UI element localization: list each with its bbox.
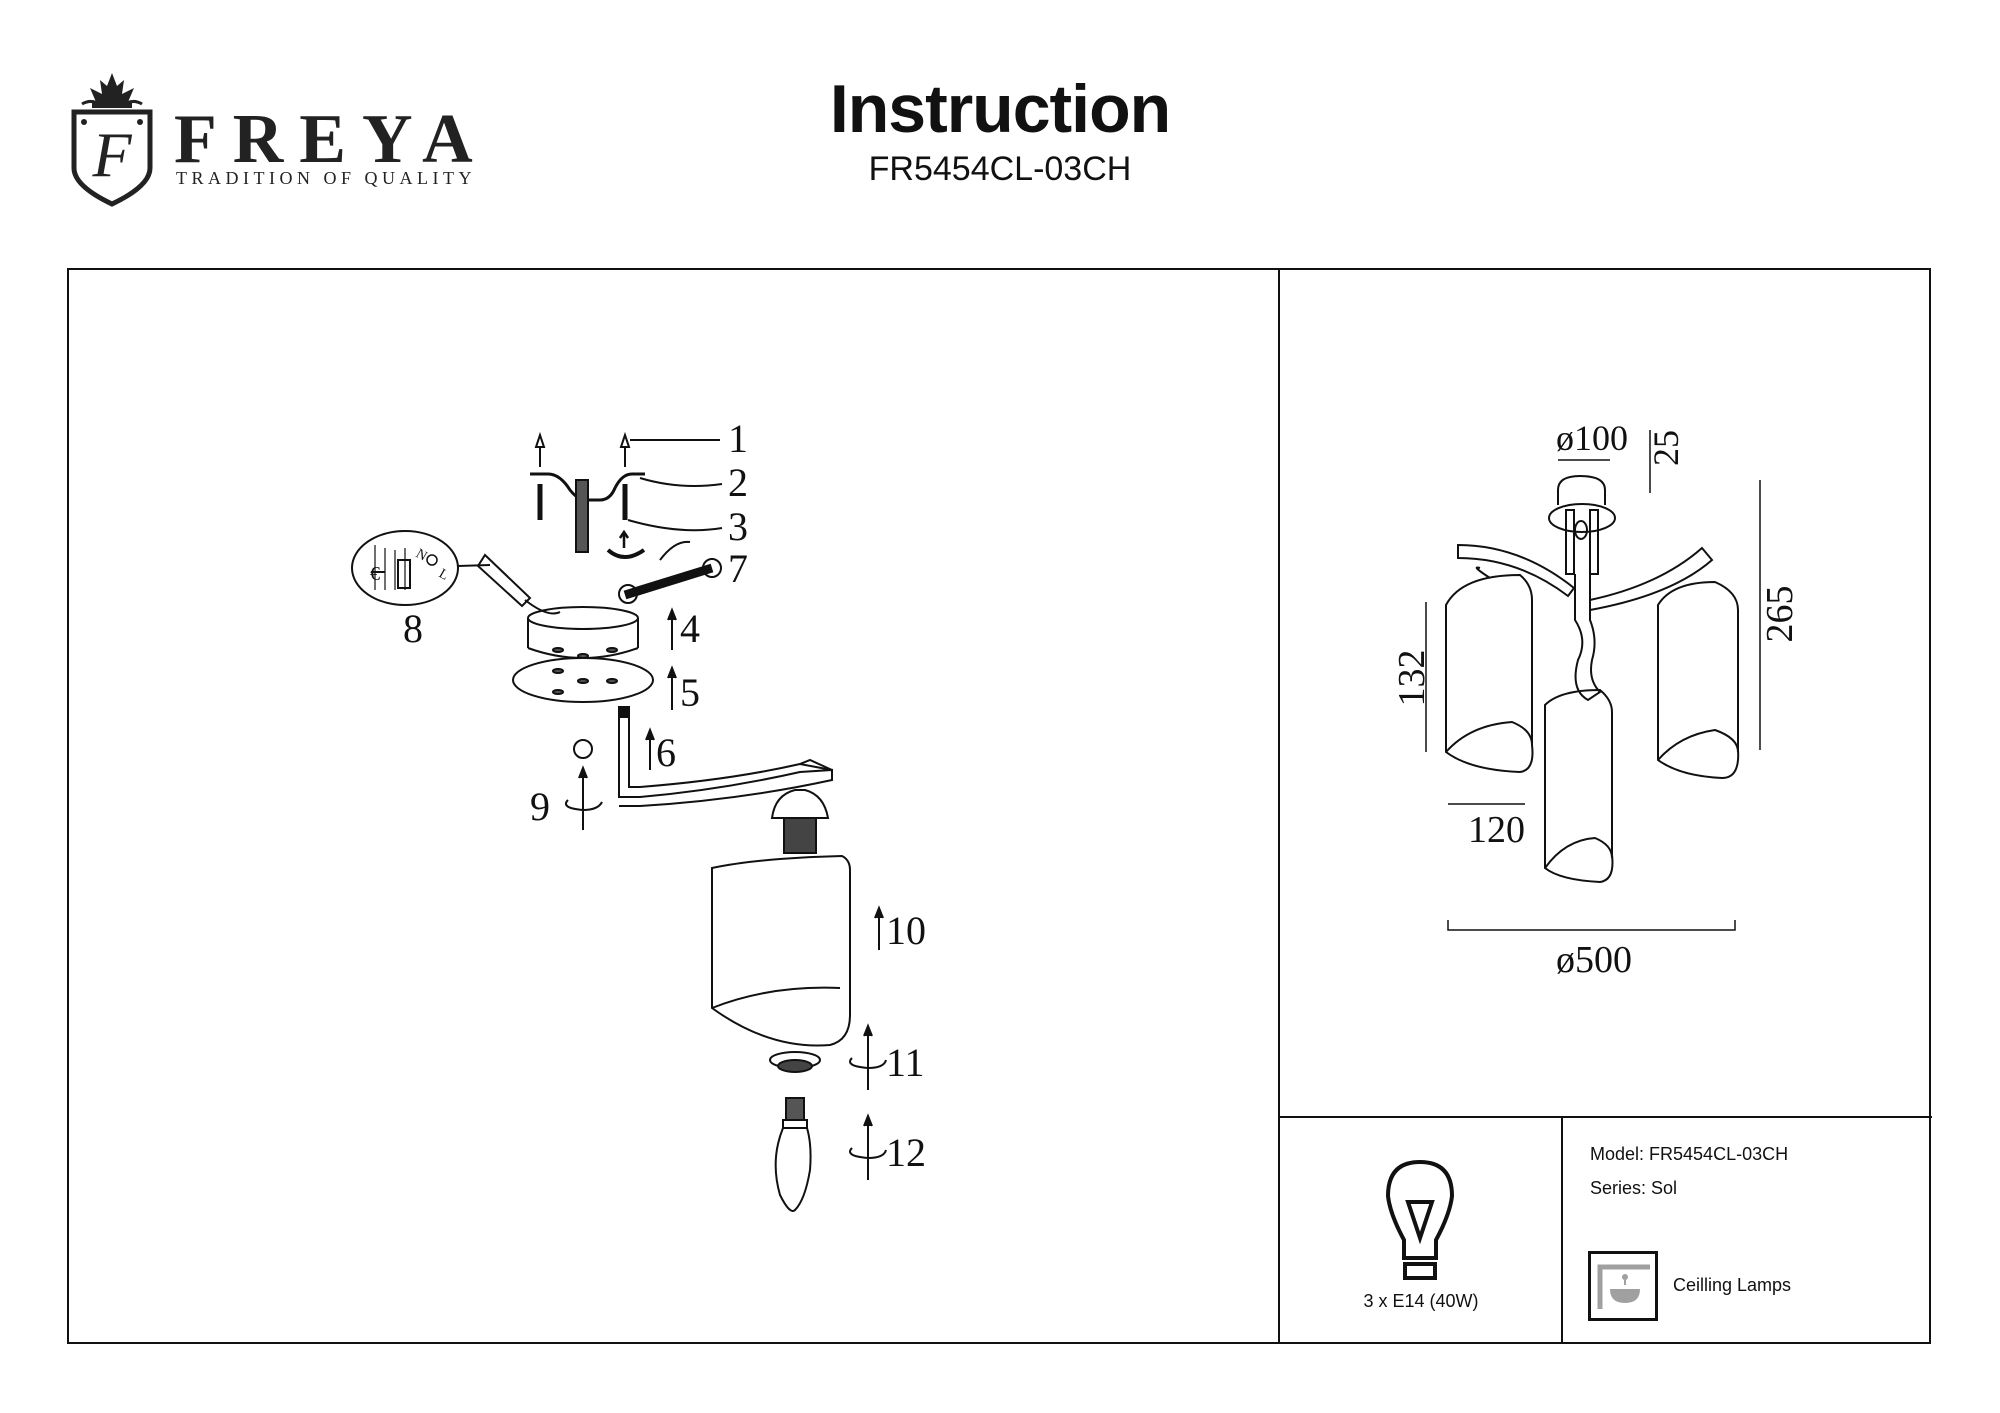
step-label-9: 9 — [530, 784, 550, 829]
brand-tagline: TRADITION OF QUALITY — [176, 168, 476, 188]
bulb-spec: 3 x E14 (40W) — [1363, 1291, 1479, 1311]
lamp-arm — [618, 706, 833, 807]
step-label-3: 3 — [728, 504, 748, 549]
step-label-8: 8 — [403, 606, 423, 651]
candle-bulb — [774, 1097, 812, 1212]
wiring-detail-circle — [351, 530, 459, 606]
page-title: Instruction — [829, 71, 1171, 147]
content-frame — [67, 268, 1931, 1344]
info-cell-divider — [1561, 1116, 1563, 1344]
step-label-2: 2 — [728, 460, 748, 505]
step-label-6: 6 — [656, 730, 676, 775]
dim-total-diameter: ø500 — [1556, 939, 1632, 981]
glass-shade — [711, 854, 851, 1047]
light-bulb-icon — [1385, 1159, 1455, 1280]
brand-name: FREYA — [174, 101, 489, 178]
fixture-shade-left — [1445, 566, 1534, 774]
step-label-12: 12 — [886, 1130, 926, 1175]
model-info: Model: FR5454CL-03CH — [1590, 1144, 1789, 1164]
crest-icon: F — [71, 73, 153, 207]
ground-mark: € — [370, 563, 380, 585]
dim-canopy-height: 25 — [1646, 430, 1686, 466]
dim-shade-height: 132 — [1391, 650, 1433, 707]
step-label-7: 7 — [728, 546, 748, 591]
fixture-arms — [1457, 543, 1714, 702]
step-label-5: 5 — [680, 670, 700, 715]
dim-shade-width: 120 — [1468, 809, 1525, 851]
info-row-divider — [1278, 1116, 1932, 1118]
screw-icon — [537, 479, 628, 553]
canopy-part — [527, 606, 639, 659]
wall-anchor-icon — [534, 431, 631, 467]
svg-text:F: F — [91, 119, 132, 190]
series-info: Series: Sol — [1590, 1178, 1678, 1198]
leader-line-3 — [627, 519, 723, 532]
panel-divider — [1278, 268, 1280, 1344]
mounting-plate — [512, 657, 654, 703]
fixture-canopy — [1548, 474, 1616, 575]
brand-logo: F FREYA TRADITION OF QUALITY — [62, 68, 482, 208]
mounting-bracket — [530, 472, 645, 502]
category-label: Ceilling Lamps — [1673, 1275, 1792, 1295]
lamp-socket — [770, 789, 830, 854]
fixture-shade-right — [1657, 580, 1740, 780]
step-label-11: 11 — [886, 1040, 925, 1085]
dim-canopy-diameter: ø100 — [1556, 418, 1628, 458]
terminal-block — [476, 553, 532, 608]
rotate-arrow-icon — [606, 529, 646, 559]
model-code: FR5454CL-03CH — [868, 150, 1132, 188]
dim-total-height: 265 — [1759, 586, 1801, 643]
step-label-10: 10 — [886, 908, 926, 953]
wrench-icon — [618, 540, 722, 604]
dim-line-total-diameter — [1447, 920, 1736, 931]
step-label-1: 1 — [728, 416, 748, 461]
decorative-nut — [573, 739, 593, 759]
dimension-drawing: ø100 25 265 132 120 ø500 — [1391, 418, 1801, 981]
ceiling-lamp-icon — [1588, 1251, 1658, 1321]
wiring-mark-l: L — [436, 566, 451, 583]
assembly-diagram: 1 2 3 7 € N L 8 4 — [351, 416, 926, 1212]
locking-ring — [769, 1051, 821, 1073]
step-label-4: 4 — [680, 606, 700, 651]
leader-line-2 — [639, 477, 723, 487]
fixture-shade-center — [1544, 688, 1614, 884]
